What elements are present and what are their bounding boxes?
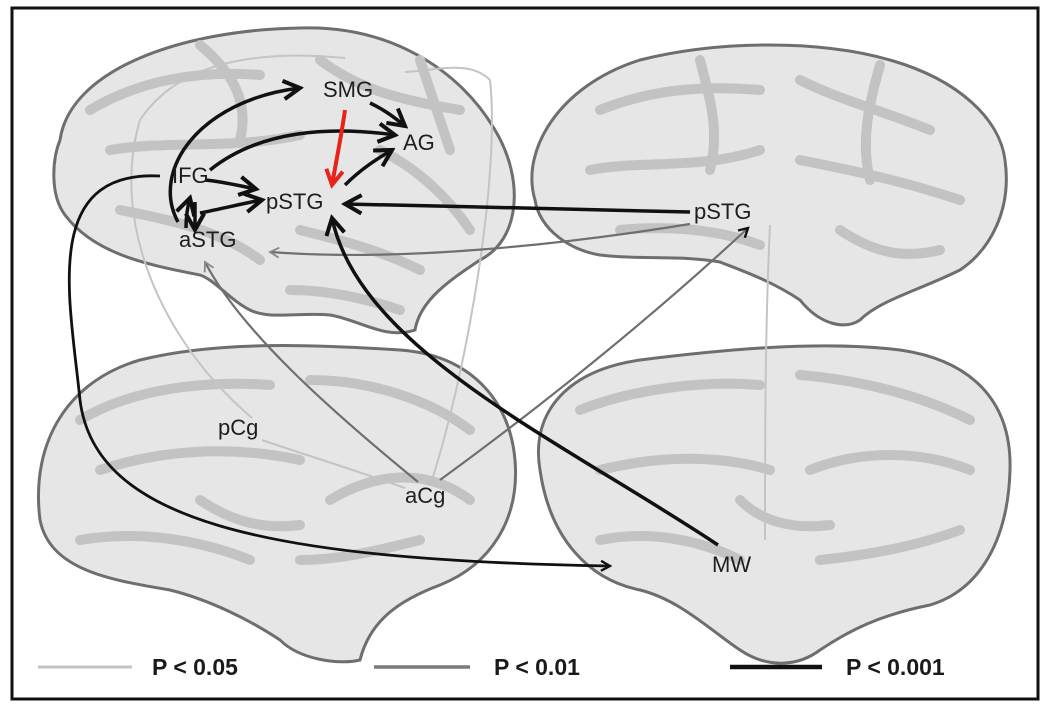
label-smg: SMG bbox=[323, 77, 373, 102]
right-lateral-hemisphere bbox=[530, 43, 1008, 327]
connections-p001 bbox=[203, 222, 748, 483]
label-pstg-right: pSTG bbox=[694, 199, 751, 224]
legend: P < 0.05 P < 0.01 P < 0.001 bbox=[38, 654, 945, 680]
legend-label-p0001: P < 0.001 bbox=[846, 654, 945, 680]
label-mw: MW bbox=[712, 552, 751, 577]
left-medial-hemisphere bbox=[37, 344, 518, 664]
label-ag: AG bbox=[403, 130, 435, 155]
legend-label-p001: P < 0.01 bbox=[494, 654, 580, 680]
label-pstg-left: pSTG bbox=[266, 189, 323, 214]
right-medial-hemisphere bbox=[537, 344, 1012, 665]
connections-p0001 bbox=[67, 88, 719, 566]
legend-label-p005: P < 0.05 bbox=[152, 654, 238, 680]
label-pcg: pCg bbox=[218, 415, 258, 440]
highlight-arrow-smg-to-pstg bbox=[332, 109, 347, 185]
left-lateral-hemisphere bbox=[52, 26, 516, 335]
label-ifg: IFG bbox=[172, 163, 209, 188]
connections-p005 bbox=[130, 54, 771, 541]
label-acg: aCg bbox=[405, 483, 445, 508]
label-astg: aSTG bbox=[179, 227, 236, 252]
